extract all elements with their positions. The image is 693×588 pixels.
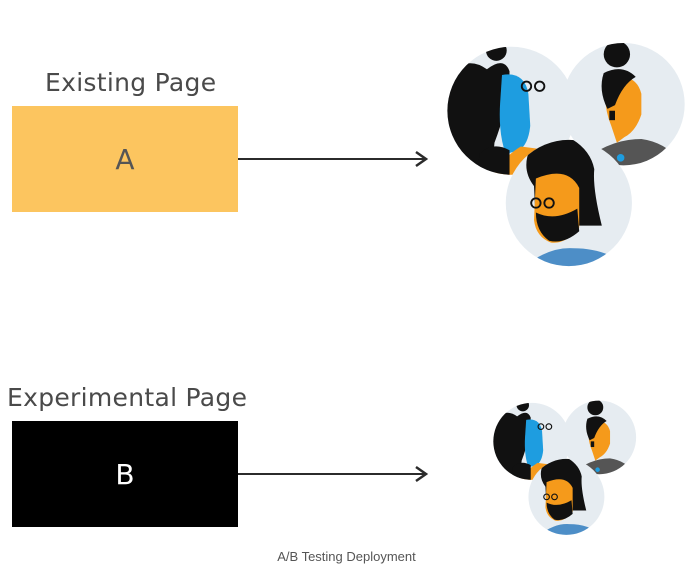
experimental-page-title: Experimental Page bbox=[7, 383, 248, 412]
users-group-small-icon bbox=[492, 400, 638, 536]
diagram-caption: A/B Testing Deployment bbox=[277, 549, 416, 564]
users-group-icon bbox=[445, 42, 688, 268]
variant-b-label: B bbox=[115, 457, 135, 491]
variant-a-box: A bbox=[12, 106, 238, 212]
variant-b-box: B bbox=[12, 421, 238, 527]
arrow-a-icon bbox=[238, 150, 429, 168]
arrow-b-icon bbox=[238, 465, 429, 483]
existing-page-title: Existing Page bbox=[45, 68, 217, 97]
variant-a-label: A bbox=[115, 142, 135, 176]
